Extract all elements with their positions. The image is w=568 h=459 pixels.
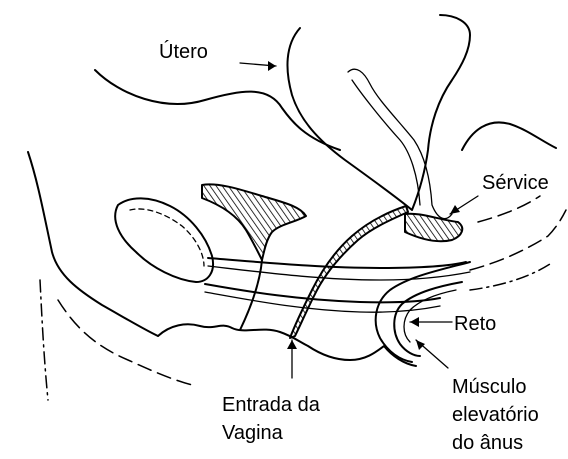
rectum-inner [394,282,462,356]
label-utero: Útero [159,41,208,63]
anterior-body-contour [28,152,158,336]
thigh-dashed-line [58,300,196,386]
back-dashed-line [470,210,566,270]
label-entrada-line1: Entrada da [222,394,320,416]
uterus-outline [287,15,470,210]
label-musculo-line2: elevatório [452,404,539,426]
vagina-canal [290,206,408,338]
label-reto: Reto [454,313,496,335]
arrow-musculo-head [416,340,425,350]
pelvic-floor-line-3 [205,284,440,302]
arrow-utero-head [268,61,276,71]
arrow-service-head [450,205,460,214]
posterior-wall-outline [462,122,556,150]
abdominal-wall-outline [95,70,340,150]
buttock-dashdot-line [40,280,48,400]
label-musculo-line1: Músculo [452,376,526,398]
uterus-cavity [348,69,452,218]
cervix-shape [405,214,462,242]
arrow-reto-head [410,317,419,327]
coccyx-dashed-line [478,196,540,222]
label-service: Sérvice [482,172,549,194]
uterus-inner-wall [352,80,420,205]
bladder-outline [115,198,213,282]
label-entrada-line2: Vagina [222,422,283,444]
pubic-bone [202,184,306,260]
label-musculo-line3: do ânus [452,432,523,454]
back-dashdot-line [470,264,550,290]
arrow-entrada-head [287,340,297,349]
